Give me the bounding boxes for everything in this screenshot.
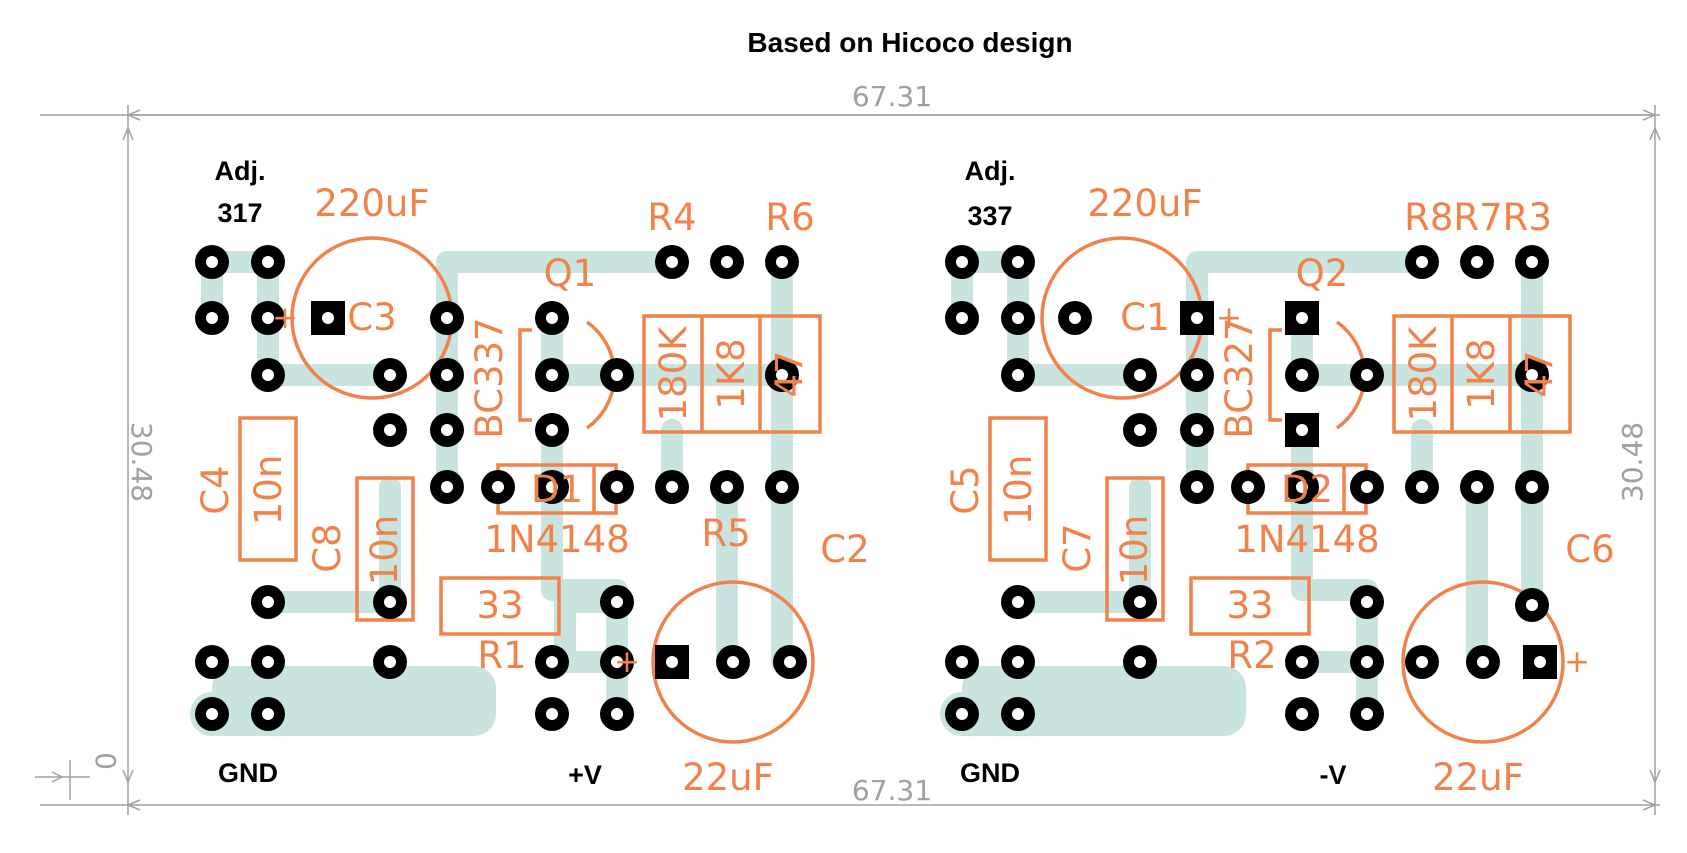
right-module: + + Adj. 337 GND -V 220uF C1 Q2 BC327 D2…: [940, 156, 1615, 799]
dimension-bottom-label: 67.31: [852, 774, 932, 807]
right-c6-value: 22uF: [1432, 756, 1524, 799]
right-cap-big-ref: C1: [1120, 296, 1169, 339]
resistor-block-outline: [642, 314, 822, 434]
left-res-180k: 180K: [652, 325, 695, 422]
right-resistor-refs: R8R7R3: [1404, 196, 1552, 239]
page-title: Based on Hicoco design: [747, 27, 1072, 58]
right-adj-value: 337: [967, 201, 1012, 231]
right-gnd-label: GND: [960, 758, 1020, 788]
left-transistor-part: BC337: [468, 317, 511, 438]
right-cap-big-value: 220uF: [1087, 182, 1202, 225]
right-out-label: -V: [1320, 760, 1347, 790]
right-c5-value: 10n: [997, 455, 1040, 526]
q1-flat: [518, 328, 532, 422]
dimension-right-label: 30.48: [1616, 422, 1649, 502]
right-transistor-part: BC327: [1218, 317, 1261, 438]
c1-plus-mark: +: [1216, 300, 1242, 336]
c2-outline: [651, 580, 815, 744]
dimension-left-label: 30.48: [125, 422, 158, 502]
left-transistor-ref: Q1: [544, 252, 597, 295]
right-pad-holes: [956, 256, 1546, 720]
c6-plus-mark: +: [1564, 644, 1590, 680]
r2-outline: [1189, 576, 1311, 636]
left-r1-label: R1: [477, 634, 526, 677]
right-diode-ref: D2: [1281, 468, 1333, 511]
right-res-47: 47: [1518, 350, 1561, 397]
left-cap-big-ref: C3: [347, 296, 396, 339]
right-res-1k8: 1K8: [1460, 338, 1503, 409]
left-c4-value: 10n: [247, 455, 290, 526]
left-adj-value: 317: [217, 198, 262, 228]
left-r4-label: R4: [647, 196, 696, 239]
right-r2-label: R2: [1227, 634, 1276, 677]
right-diode-part: 1N4148: [1234, 518, 1379, 561]
left-r1-value: 33: [476, 584, 523, 627]
left-module: + + Adj. 317 GND +V 220uF C3 Q1 BC337 D1…: [190, 156, 870, 799]
left-gnd-label: GND: [218, 758, 278, 788]
r1-outline: [439, 576, 561, 636]
c2-plus-mark: +: [614, 644, 640, 680]
c7-outline: [1105, 476, 1165, 622]
left-cap-big-value: 220uF: [314, 182, 429, 225]
left-pad-holes: [206, 256, 796, 720]
resistor-block-outline-right: [1392, 314, 1572, 434]
left-c8-label: C8: [306, 523, 349, 572]
c4-outline: [238, 416, 298, 562]
left-diode-ref: D1: [531, 468, 583, 511]
left-c2-label: C2: [820, 528, 869, 571]
dimension-lines: [35, 105, 1661, 815]
right-transistor-ref: Q2: [1296, 252, 1349, 295]
left-res-47: 47: [768, 350, 811, 397]
left-adj-label: Adj.: [215, 156, 266, 186]
c5-outline: [988, 416, 1048, 562]
dimension-top-label: 67.31: [852, 80, 932, 113]
right-c6-label: C6: [1565, 528, 1614, 571]
c8-outline: [355, 476, 415, 622]
left-c2-value: 22uF: [682, 756, 774, 799]
left-diode-part: 1N4148: [484, 518, 629, 561]
right-c7-value: 10n: [1113, 515, 1156, 586]
right-r2-value: 33: [1226, 584, 1273, 627]
left-res-1k8: 1K8: [710, 338, 753, 409]
left-r5-label: R5: [701, 512, 750, 555]
right-adj-label: Adj.: [965, 156, 1016, 186]
left-out-label: +V: [568, 760, 602, 790]
left-r6-label: R6: [765, 196, 814, 239]
right-c7-label: C7: [1056, 523, 1099, 572]
c3-plus-mark: +: [272, 300, 298, 336]
left-c4-label: C4: [194, 465, 237, 514]
c6-outline: [1401, 580, 1565, 744]
right-c5-label: C5: [944, 465, 987, 514]
dimension-origin-label: 0: [89, 752, 122, 770]
q2-flat: [1268, 328, 1282, 422]
right-res-180k: 180K: [1402, 325, 1445, 422]
left-c8-value: 10n: [363, 515, 406, 586]
